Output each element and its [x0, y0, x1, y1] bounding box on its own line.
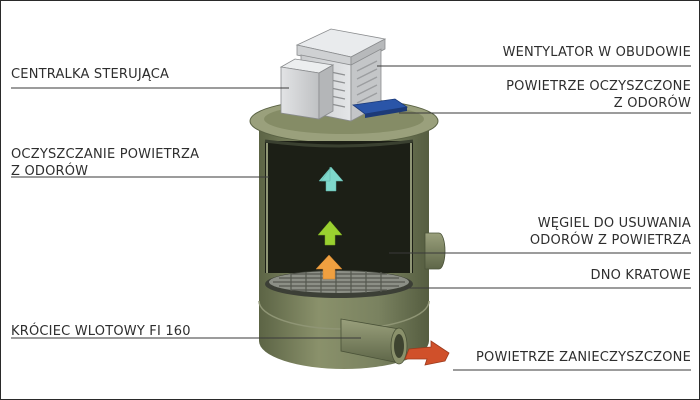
polluted-air-arrow-icon	[404, 340, 450, 366]
arrow-up-middle-icon	[317, 220, 343, 246]
label-inlet-pipe: KRÓCIEC WLOTOWY FI 160	[11, 324, 191, 339]
label-clean-air-line1: POWIETRZE OCZYSZCZONE	[506, 79, 691, 94]
label-control-unit: CENTRALKA STERUJĄCA	[11, 67, 170, 82]
airflow-arrows	[315, 166, 344, 280]
label-air-purification-line1: OCZYSZCZANIE POWIETRZA	[11, 147, 200, 162]
label-grate-bottom: DNO KRATOWE	[590, 268, 691, 283]
outlet-plate	[351, 98, 409, 118]
label-air-purification: OCZYSZCZANIE POWIETRZA Z ODORÓW	[11, 146, 199, 180]
leader-lines	[11, 65, 691, 371]
control-unit	[279, 58, 335, 120]
label-air-purification-line2: Z ODORÓW	[11, 164, 89, 179]
tank	[249, 98, 446, 369]
label-carbon: WĘGIEL DO USUWANIA ODORÓW Z POWIETRZA	[530, 215, 691, 249]
label-fan-housing: WENTYLATOR W OBUDOWIE	[502, 45, 691, 60]
label-clean-air: POWIETRZE OCZYSZCZONE Z ODORÓW	[506, 78, 691, 112]
carbon-chamber	[265, 141, 413, 273]
arrow-up-bottom-icon	[315, 254, 343, 280]
grate-bottom	[265, 270, 413, 298]
label-polluted-air: POWIETRZE ZANIECZYSZCZONE	[475, 350, 691, 365]
side-stub	[424, 232, 446, 270]
label-carbon-line2: ODORÓW Z POWIETRZA	[529, 233, 691, 248]
inlet-pipe	[340, 318, 408, 365]
label-carbon-line1: WĘGIEL DO USUWANIA	[537, 216, 691, 231]
arrow-up-top-icon	[318, 166, 344, 192]
label-clean-air-line2: Z ODORÓW	[613, 96, 691, 111]
